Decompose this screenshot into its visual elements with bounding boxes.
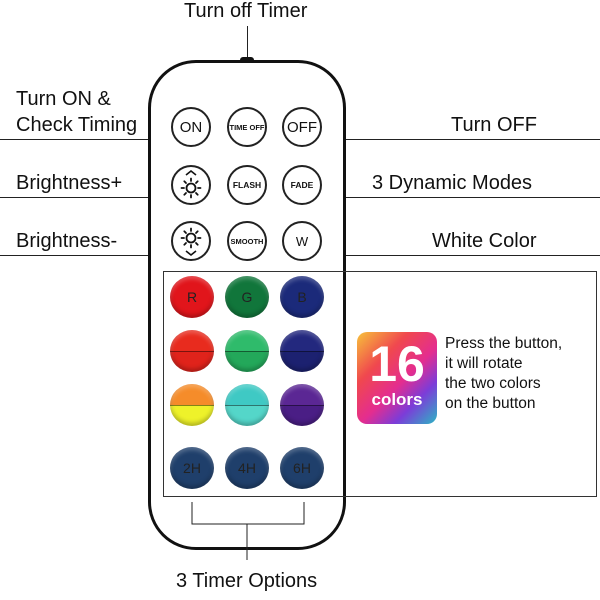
- leader-line-bright-minus: [0, 255, 188, 256]
- button-divider: [170, 405, 214, 406]
- green-button-label: G: [241, 289, 253, 305]
- leader-line-on: [0, 139, 188, 140]
- leader-line-bright-plus: [0, 197, 188, 198]
- note-line: the two colors: [445, 375, 541, 392]
- time-off-button[interactable]: TIME OFF: [227, 107, 267, 147]
- callout-turn-off-timer: Turn off Timer: [184, 0, 308, 22]
- blue-button[interactable]: B: [280, 276, 324, 318]
- callout-turn-off: Turn OFF: [451, 114, 537, 136]
- timer-4h-label: 4H: [238, 460, 256, 476]
- note-line: it will rotate: [445, 355, 523, 372]
- callout-turn-on-line1: Turn ON &: [16, 88, 111, 110]
- button-divider: [225, 351, 269, 352]
- sixteen-colors-badge: 16 colors: [357, 332, 437, 424]
- button-divider: [225, 405, 269, 406]
- red-button-label: R: [186, 289, 198, 305]
- flash-button[interactable]: FLASH: [227, 165, 267, 205]
- color-button-purple[interactable]: [280, 384, 324, 426]
- timer-2h-label: 2H: [183, 460, 201, 476]
- green-button[interactable]: G: [225, 276, 269, 318]
- timer-6h-button[interactable]: 6H: [280, 447, 324, 489]
- color-buttons-callout-box: [163, 271, 597, 497]
- on-button[interactable]: ON: [171, 107, 211, 147]
- button-divider: [280, 405, 324, 406]
- callout-brightness-plus: Brightness+: [16, 172, 123, 194]
- timer-2h-button[interactable]: 2H: [170, 447, 214, 489]
- brightness-up-button[interactable]: [171, 165, 211, 205]
- white-button[interactable]: W: [282, 221, 322, 261]
- color-button-dark-blue[interactable]: [280, 330, 324, 372]
- callout-white-color: White Color: [432, 230, 537, 252]
- note-line: on the button: [445, 395, 536, 412]
- remote-top-notch: [240, 57, 254, 63]
- badge-word: colors: [371, 390, 423, 409]
- badge-number: 16: [369, 336, 425, 392]
- callout-turn-on-line2: Check Timing: [16, 114, 138, 136]
- callout-brightness-minus: Brightness-: [16, 230, 118, 252]
- smooth-button[interactable]: SMOOTH: [227, 221, 267, 261]
- callout-dynamic-modes: 3 Dynamic Modes: [372, 172, 533, 194]
- fade-button[interactable]: FADE: [282, 165, 322, 205]
- blue-button-label: B: [297, 289, 307, 305]
- color-button-orange-yellow[interactable]: [170, 384, 214, 426]
- red-button[interactable]: R: [170, 276, 214, 318]
- timer-4h-button[interactable]: 4H: [225, 447, 269, 489]
- sun-down-icon: [180, 227, 202, 257]
- color-rotation-note: Press the button, it will rotate the two…: [445, 334, 562, 414]
- color-button-cyan[interactable]: [225, 384, 269, 426]
- timer-bracket: [191, 502, 305, 560]
- timer-6h-label: 6H: [293, 460, 311, 476]
- color-button-red-orange[interactable]: [170, 330, 214, 372]
- color-button-light-green[interactable]: [225, 330, 269, 372]
- leader-line-modes: [302, 197, 600, 198]
- off-button[interactable]: OFF: [282, 107, 322, 147]
- button-divider: [170, 351, 214, 352]
- leader-line-off: [302, 139, 600, 140]
- callout-timer-options: 3 Timer Options: [176, 570, 318, 592]
- button-divider: [280, 351, 324, 352]
- sun-up-icon: [180, 169, 202, 199]
- leader-line-white: [302, 255, 600, 256]
- brightness-down-button[interactable]: [171, 221, 211, 261]
- note-line: Press the button,: [445, 335, 563, 352]
